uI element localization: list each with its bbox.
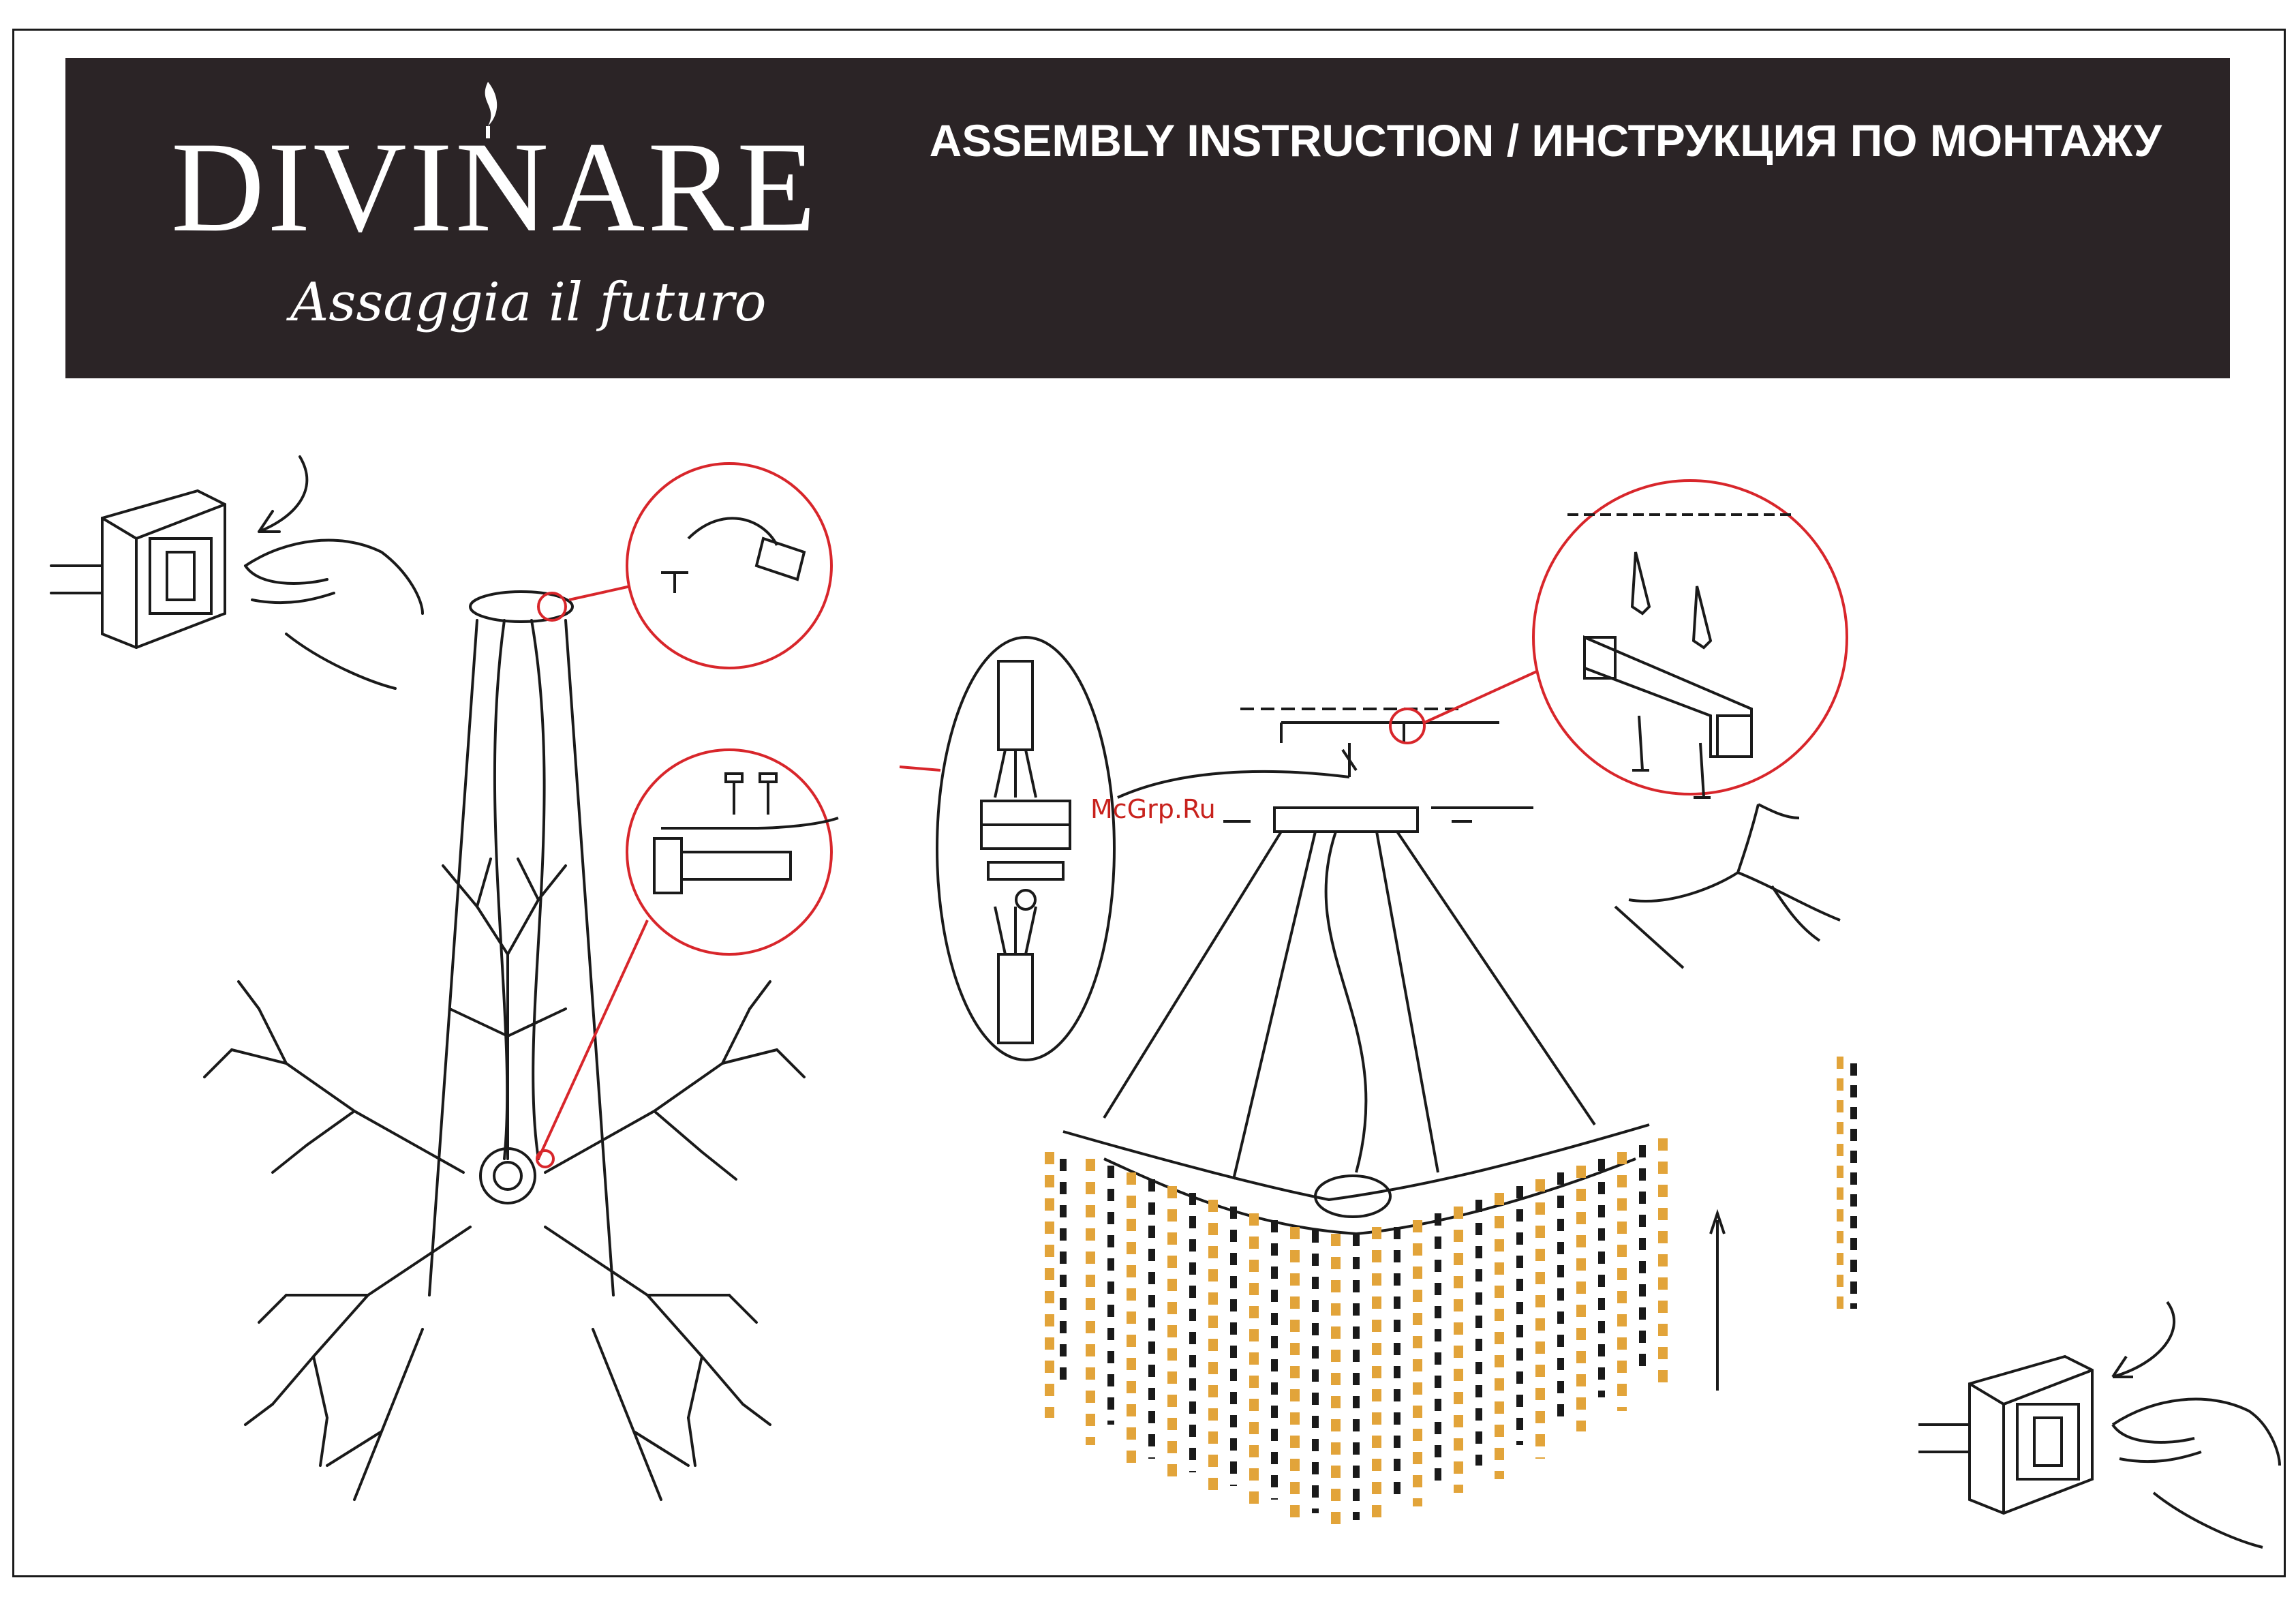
- hand-icon: [245, 541, 423, 688]
- branch-icon: [1615, 804, 1840, 968]
- crystal-strand-icon: [1840, 1057, 1854, 1316]
- wall-plug-icon: [1632, 552, 1711, 648]
- terminal-block-icon: [981, 801, 1070, 909]
- screw-icon: [1223, 716, 1711, 821]
- hand-icon: [2113, 1399, 2280, 1547]
- branch-cluster-left: [204, 859, 804, 1500]
- up-arrow-icon: [2113, 1302, 2174, 1377]
- screw-icon: [726, 774, 776, 815]
- callout-bracket-detail: [1533, 481, 1847, 794]
- wall-switch-icon: [51, 491, 225, 648]
- wall-switch-icon: [1918, 1356, 2092, 1513]
- watermark: McGrp.Ru: [1090, 796, 1216, 822]
- down-arrow-icon: [259, 457, 307, 532]
- up-arrow-icon: [1711, 1213, 1724, 1391]
- crystal-strands: [1050, 1138, 1663, 1534]
- mounting-bracket-icon: [1585, 637, 1751, 757]
- ceiling-canopy: [470, 592, 572, 622]
